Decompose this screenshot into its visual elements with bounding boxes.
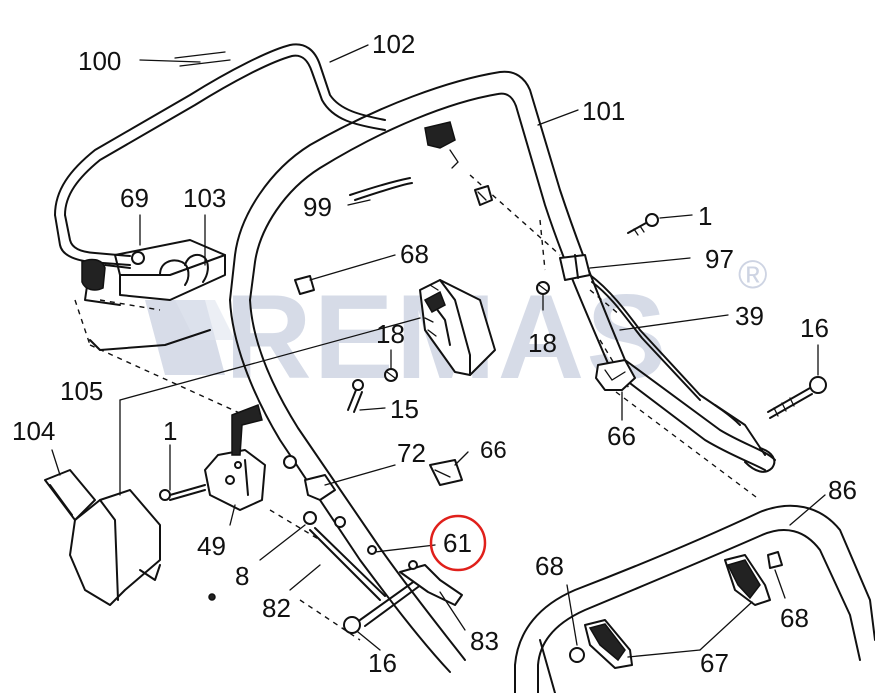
throttle-lever-49 (204, 404, 266, 511)
label-103: 103 (183, 183, 226, 213)
label-100: 100 (78, 46, 121, 76)
label-104: 104 (12, 416, 55, 446)
bracket-103 (81, 239, 226, 351)
grip-67 (569, 551, 783, 669)
lower-handle-86 (514, 504, 875, 693)
label-1-left: 1 (163, 416, 177, 446)
handle-top-parts (294, 121, 493, 295)
label-18-right: 18 (528, 328, 557, 358)
cable-assembly (208, 511, 463, 634)
bolt-1-right (627, 213, 659, 236)
cover-104 (44, 469, 161, 606)
label-16-right: 16 (800, 313, 829, 343)
label-66-small: 66 (480, 437, 507, 464)
clamp-97 (559, 254, 741, 426)
label-86: 86 (828, 475, 857, 505)
label-72: 72 (397, 438, 426, 468)
label-18-left: 18 (376, 319, 405, 349)
label-16-bottom: 16 (368, 648, 397, 678)
bolt-16-right (767, 376, 827, 419)
nuts-18 (384, 281, 550, 382)
label-82: 82 (262, 593, 291, 623)
bolt-15 (347, 379, 364, 413)
leader-lines (51, 44, 826, 658)
label-1-right: 1 (698, 201, 712, 231)
label-83: 83 (470, 626, 499, 656)
switch-box-assembly (419, 279, 496, 376)
bolt-1-left (159, 484, 206, 501)
highlight-circle-61 (429, 514, 487, 572)
bracket-72 (283, 455, 463, 501)
clip-66-right (595, 359, 636, 391)
part-number-labels: 100 102 101 69 103 99 68 1 97 39 18 18 1… (12, 29, 857, 678)
label-99: 99 (303, 192, 332, 222)
label-105: 105 (60, 376, 103, 406)
label-15: 15 (390, 394, 419, 424)
upper-handle-100 (54, 43, 386, 266)
label-101: 101 (582, 96, 625, 126)
label-61: 61 (443, 528, 472, 558)
label-66-right: 66 (607, 421, 636, 451)
label-8: 8 (235, 561, 249, 591)
label-67: 67 (700, 648, 729, 678)
label-68-right: 68 (780, 603, 809, 633)
label-102: 102 (372, 29, 415, 59)
label-68-top: 68 (400, 239, 429, 269)
label-39: 39 (735, 301, 764, 331)
label-49: 49 (197, 531, 226, 561)
label-69: 69 (120, 183, 149, 213)
label-97: 97 (705, 244, 734, 274)
label-68-lower: 68 (535, 551, 564, 581)
watermark-registered-mark: ® (738, 253, 767, 297)
